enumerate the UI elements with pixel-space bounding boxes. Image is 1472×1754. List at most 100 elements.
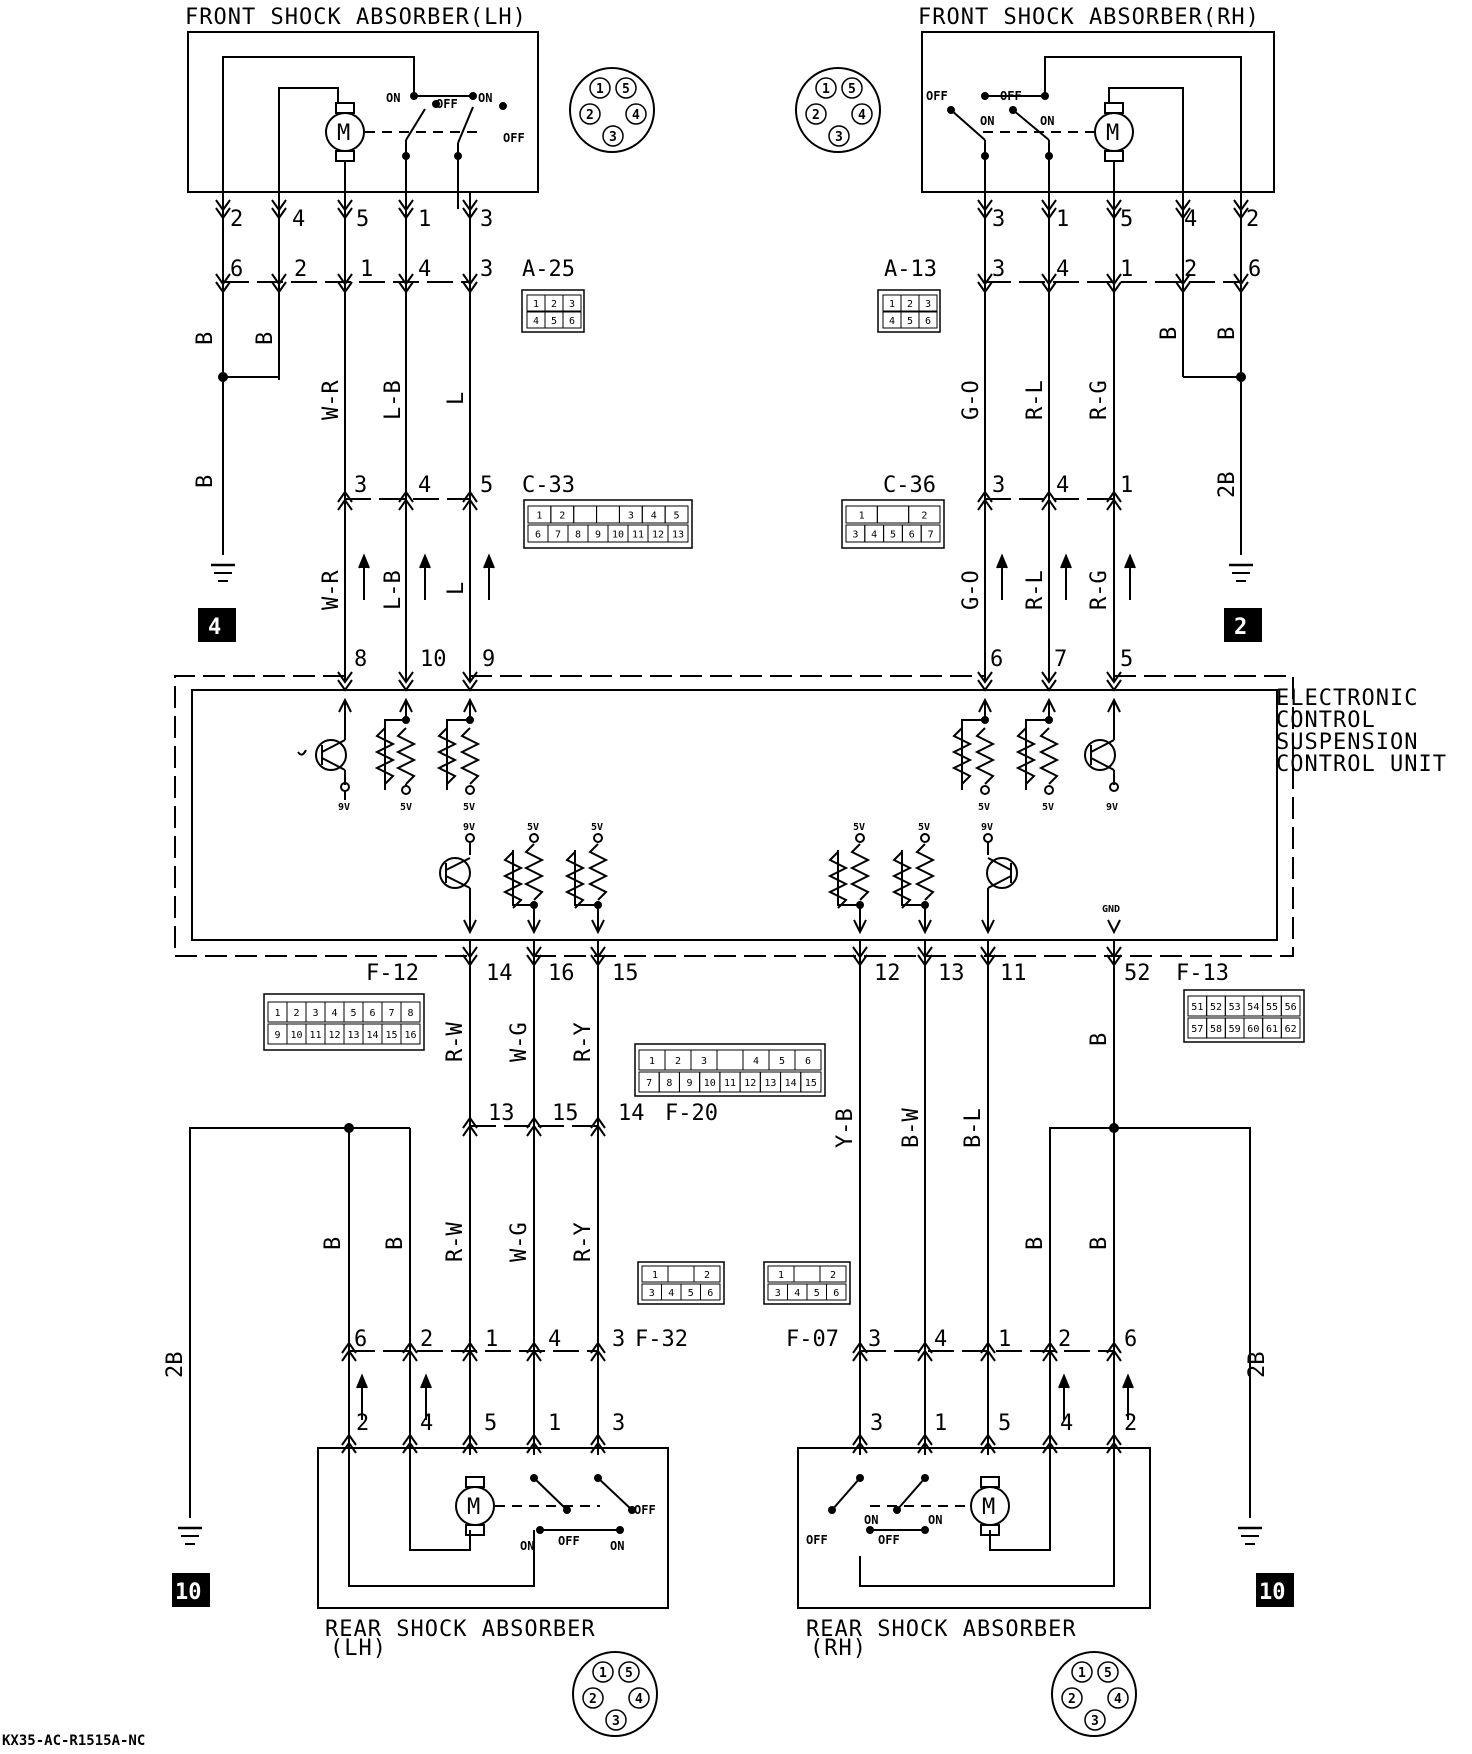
round-pin: 3 bbox=[835, 130, 843, 145]
a25-cell-label: 5 bbox=[551, 316, 557, 327]
round-pin: 5 bbox=[1104, 1666, 1112, 1681]
a25-cell-label: 3 bbox=[569, 299, 575, 310]
pin: 6 bbox=[230, 257, 243, 282]
c36-cell-label: 3 bbox=[852, 530, 858, 541]
round-pin: 2 bbox=[1068, 1692, 1076, 1707]
connector-f20: F-20 bbox=[665, 1101, 718, 1126]
wire-color: R-Y bbox=[571, 1222, 596, 1262]
round-pin: 1 bbox=[596, 82, 604, 97]
pin: 2 bbox=[1184, 257, 1197, 282]
diagram-code: KX35-AC-R1515A-NC bbox=[2, 1733, 146, 1749]
c33-cell-label: 13 bbox=[672, 530, 684, 541]
f20-cell-label: 5 bbox=[779, 1056, 785, 1067]
wire-color: L bbox=[444, 392, 469, 405]
pin: 3 bbox=[870, 1411, 883, 1436]
pin: 2 bbox=[356, 1411, 369, 1436]
f12-cell-label: 15 bbox=[385, 1030, 397, 1041]
pin: 1 bbox=[934, 1411, 947, 1436]
pin: 4 bbox=[418, 473, 431, 498]
pin: 1 bbox=[1056, 207, 1069, 232]
f12-cell-label: 5 bbox=[350, 1008, 356, 1019]
f20-cell bbox=[800, 1071, 822, 1093]
f12-cell-label: 14 bbox=[366, 1030, 378, 1041]
round-pin: 1 bbox=[599, 1666, 607, 1681]
c33-cell-label: 8 bbox=[575, 530, 581, 541]
wire-color: B bbox=[193, 475, 218, 488]
wire-color: B bbox=[1023, 1237, 1048, 1250]
pin: 10 bbox=[420, 647, 447, 672]
sw-label-off: OFF bbox=[558, 1534, 580, 1548]
pin: 3 bbox=[480, 207, 493, 232]
pin: 5 bbox=[1120, 647, 1133, 672]
front-lh-title: FRONT SHOCK ABSORBER(LH) bbox=[185, 5, 527, 30]
a25-cell-label: 6 bbox=[569, 316, 575, 327]
f12-cell-label: 6 bbox=[369, 1008, 375, 1019]
middle-terminals bbox=[341, 946, 1134, 1454]
a13-cell-label: 6 bbox=[925, 316, 931, 327]
f12-cell-label: 9 bbox=[274, 1030, 280, 1041]
wire-color: 2B bbox=[163, 1352, 188, 1379]
f32-cell-label: 1 bbox=[652, 1270, 658, 1281]
f20-cell-label: 8 bbox=[666, 1078, 672, 1089]
front-lh-absorber bbox=[187, 31, 539, 209]
wire-color: L-B bbox=[381, 570, 406, 610]
ecu-9v: 9V bbox=[981, 822, 993, 833]
round-connector-pins bbox=[579, 77, 1129, 1731]
connector-faces bbox=[263, 289, 1305, 1305]
wire-color: W-R bbox=[319, 570, 344, 610]
front-lh-terminals bbox=[215, 199, 495, 692]
a25-cell-label: 2 bbox=[551, 299, 557, 310]
f07-cell bbox=[819, 1265, 847, 1283]
round-pin: 1 bbox=[1078, 1666, 1086, 1681]
f32-cell-label: 2 bbox=[704, 1270, 710, 1281]
f20-cell-label: 11 bbox=[724, 1078, 736, 1089]
connector-f13: F-13 bbox=[1176, 961, 1229, 986]
f20-cell-label: 13 bbox=[764, 1078, 776, 1089]
round-pin: 5 bbox=[622, 82, 630, 97]
sw-label-on: ON bbox=[1040, 114, 1054, 128]
motor-label: M bbox=[337, 121, 350, 146]
f12-cell-label: 12 bbox=[328, 1030, 340, 1041]
pin: 2 bbox=[1246, 207, 1259, 232]
f20-cell-label: 7 bbox=[646, 1078, 652, 1089]
f32-cell bbox=[700, 1283, 721, 1301]
round-pin: 3 bbox=[1091, 1714, 1099, 1729]
a25-cell-label: 1 bbox=[533, 299, 539, 310]
pin: 3 bbox=[992, 207, 1005, 232]
pin: 5 bbox=[1120, 207, 1133, 232]
ground-2: 2 bbox=[1234, 615, 1247, 640]
wire-color: R-L bbox=[1023, 570, 1048, 610]
f20-cell bbox=[794, 1049, 822, 1071]
f20-cell bbox=[716, 1049, 744, 1071]
pin: 15 bbox=[612, 961, 639, 986]
f13-cell-label: 60 bbox=[1247, 1024, 1259, 1035]
f20-cell-label: 1 bbox=[649, 1056, 655, 1067]
f32-cell-label: 5 bbox=[688, 1288, 694, 1299]
pin: 1 bbox=[485, 1327, 498, 1352]
c33-cell-label: 12 bbox=[652, 530, 664, 541]
ecu-5v: 5V bbox=[918, 822, 930, 833]
f13-cell-label: 58 bbox=[1210, 1024, 1222, 1035]
round-pin: 4 bbox=[635, 1692, 643, 1707]
wire-color: B bbox=[193, 332, 218, 345]
sw-label-on: ON bbox=[386, 91, 400, 105]
pin: 7 bbox=[1054, 647, 1067, 672]
c33-cell-label: 9 bbox=[595, 530, 601, 541]
pin: 52 bbox=[1124, 961, 1151, 986]
f07-cell bbox=[826, 1283, 847, 1301]
wire-color: G-O bbox=[959, 380, 984, 420]
front-lh-wires bbox=[211, 192, 471, 680]
pin: 4 bbox=[292, 207, 305, 232]
ecu-title-2: CONTROL bbox=[1276, 708, 1376, 733]
wire-color: R-G bbox=[1087, 380, 1112, 420]
sw-label-off: OFF bbox=[1000, 89, 1022, 103]
ecu-9v: 9V bbox=[338, 802, 350, 813]
f20-cell-label: 3 bbox=[701, 1056, 707, 1067]
wire-color: B-W bbox=[899, 1108, 924, 1148]
pin: 4 bbox=[1060, 1411, 1073, 1436]
wire-color: R-W bbox=[443, 1222, 468, 1262]
connector-c33: C-33 bbox=[522, 473, 575, 498]
pin: 12 bbox=[874, 961, 901, 986]
pin: 1 bbox=[360, 257, 373, 282]
f13-cell-label: 57 bbox=[1191, 1024, 1203, 1035]
